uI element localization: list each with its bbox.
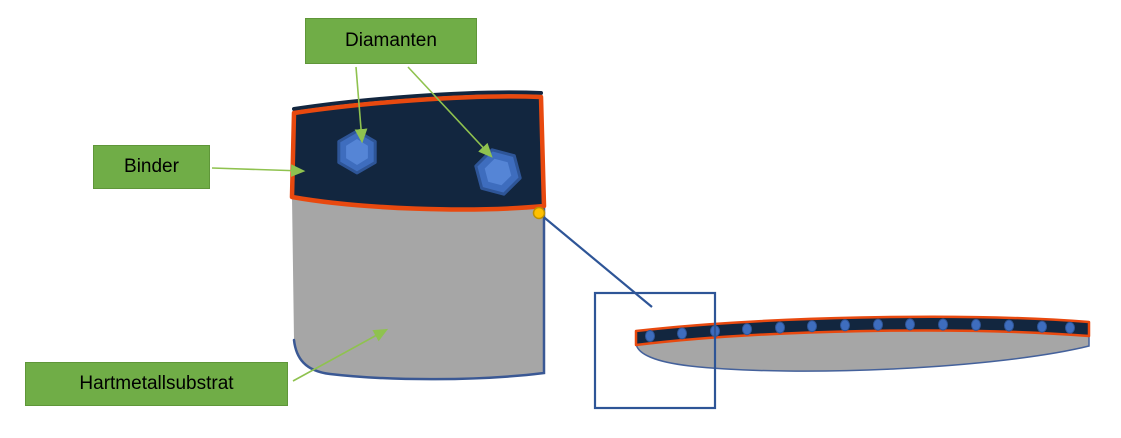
binder-label: Binder (93, 145, 210, 189)
diamond-hexagon-2 (474, 148, 522, 196)
diamond-dot (1004, 319, 1014, 332)
zoom-callout (532, 206, 717, 410)
arrow-binder-to-layer (211, 164, 306, 178)
diamond-dot (645, 330, 655, 342)
diamond-dot (1037, 320, 1047, 333)
substrate-outline (292, 204, 546, 381)
diamond-dot (938, 318, 948, 331)
diamond-hexagon-1 (337, 129, 377, 175)
disc-overview (634, 315, 1091, 372)
hartmetallsubstrat-label-text: Hartmetallsubstrat (79, 373, 234, 394)
diamond-hexagon-2-inner (484, 158, 512, 186)
diamond-dot (742, 323, 752, 336)
diamanten-label: Diamanten (305, 18, 477, 64)
arrow-diamanten-to-hexagon-1 (354, 66, 368, 144)
diamond-dot (840, 319, 850, 332)
wedge-detail-view (289, 90, 547, 381)
zoom-origin-dot (532, 206, 546, 220)
arrow-substrat-to-body (292, 328, 389, 382)
diamond-dot (1065, 321, 1075, 334)
diamond-dot (873, 318, 883, 331)
binder-label-text: Binder (124, 156, 179, 177)
diamanten-label-text: Diamanten (345, 30, 437, 51)
zoom-rectangle (593, 291, 717, 410)
wedge-top-rim (292, 90, 543, 111)
zoom-connector-line (539, 213, 653, 308)
diamond-hexagon-1-inner (346, 139, 368, 165)
diamond-dot (775, 321, 785, 334)
diamond-dot (971, 318, 981, 331)
diamond-dot (905, 318, 915, 331)
arrow-diamanten-to-hexagon-2 (407, 66, 493, 158)
diamond-dot (677, 327, 687, 340)
substrate-shape (292, 197, 544, 380)
diamond-dot (807, 320, 817, 333)
hartmetallsubstrat-label: Hartmetallsubstrat (25, 362, 288, 406)
disc-diamond-dots (645, 318, 1075, 342)
annotation-arrows (211, 66, 493, 382)
